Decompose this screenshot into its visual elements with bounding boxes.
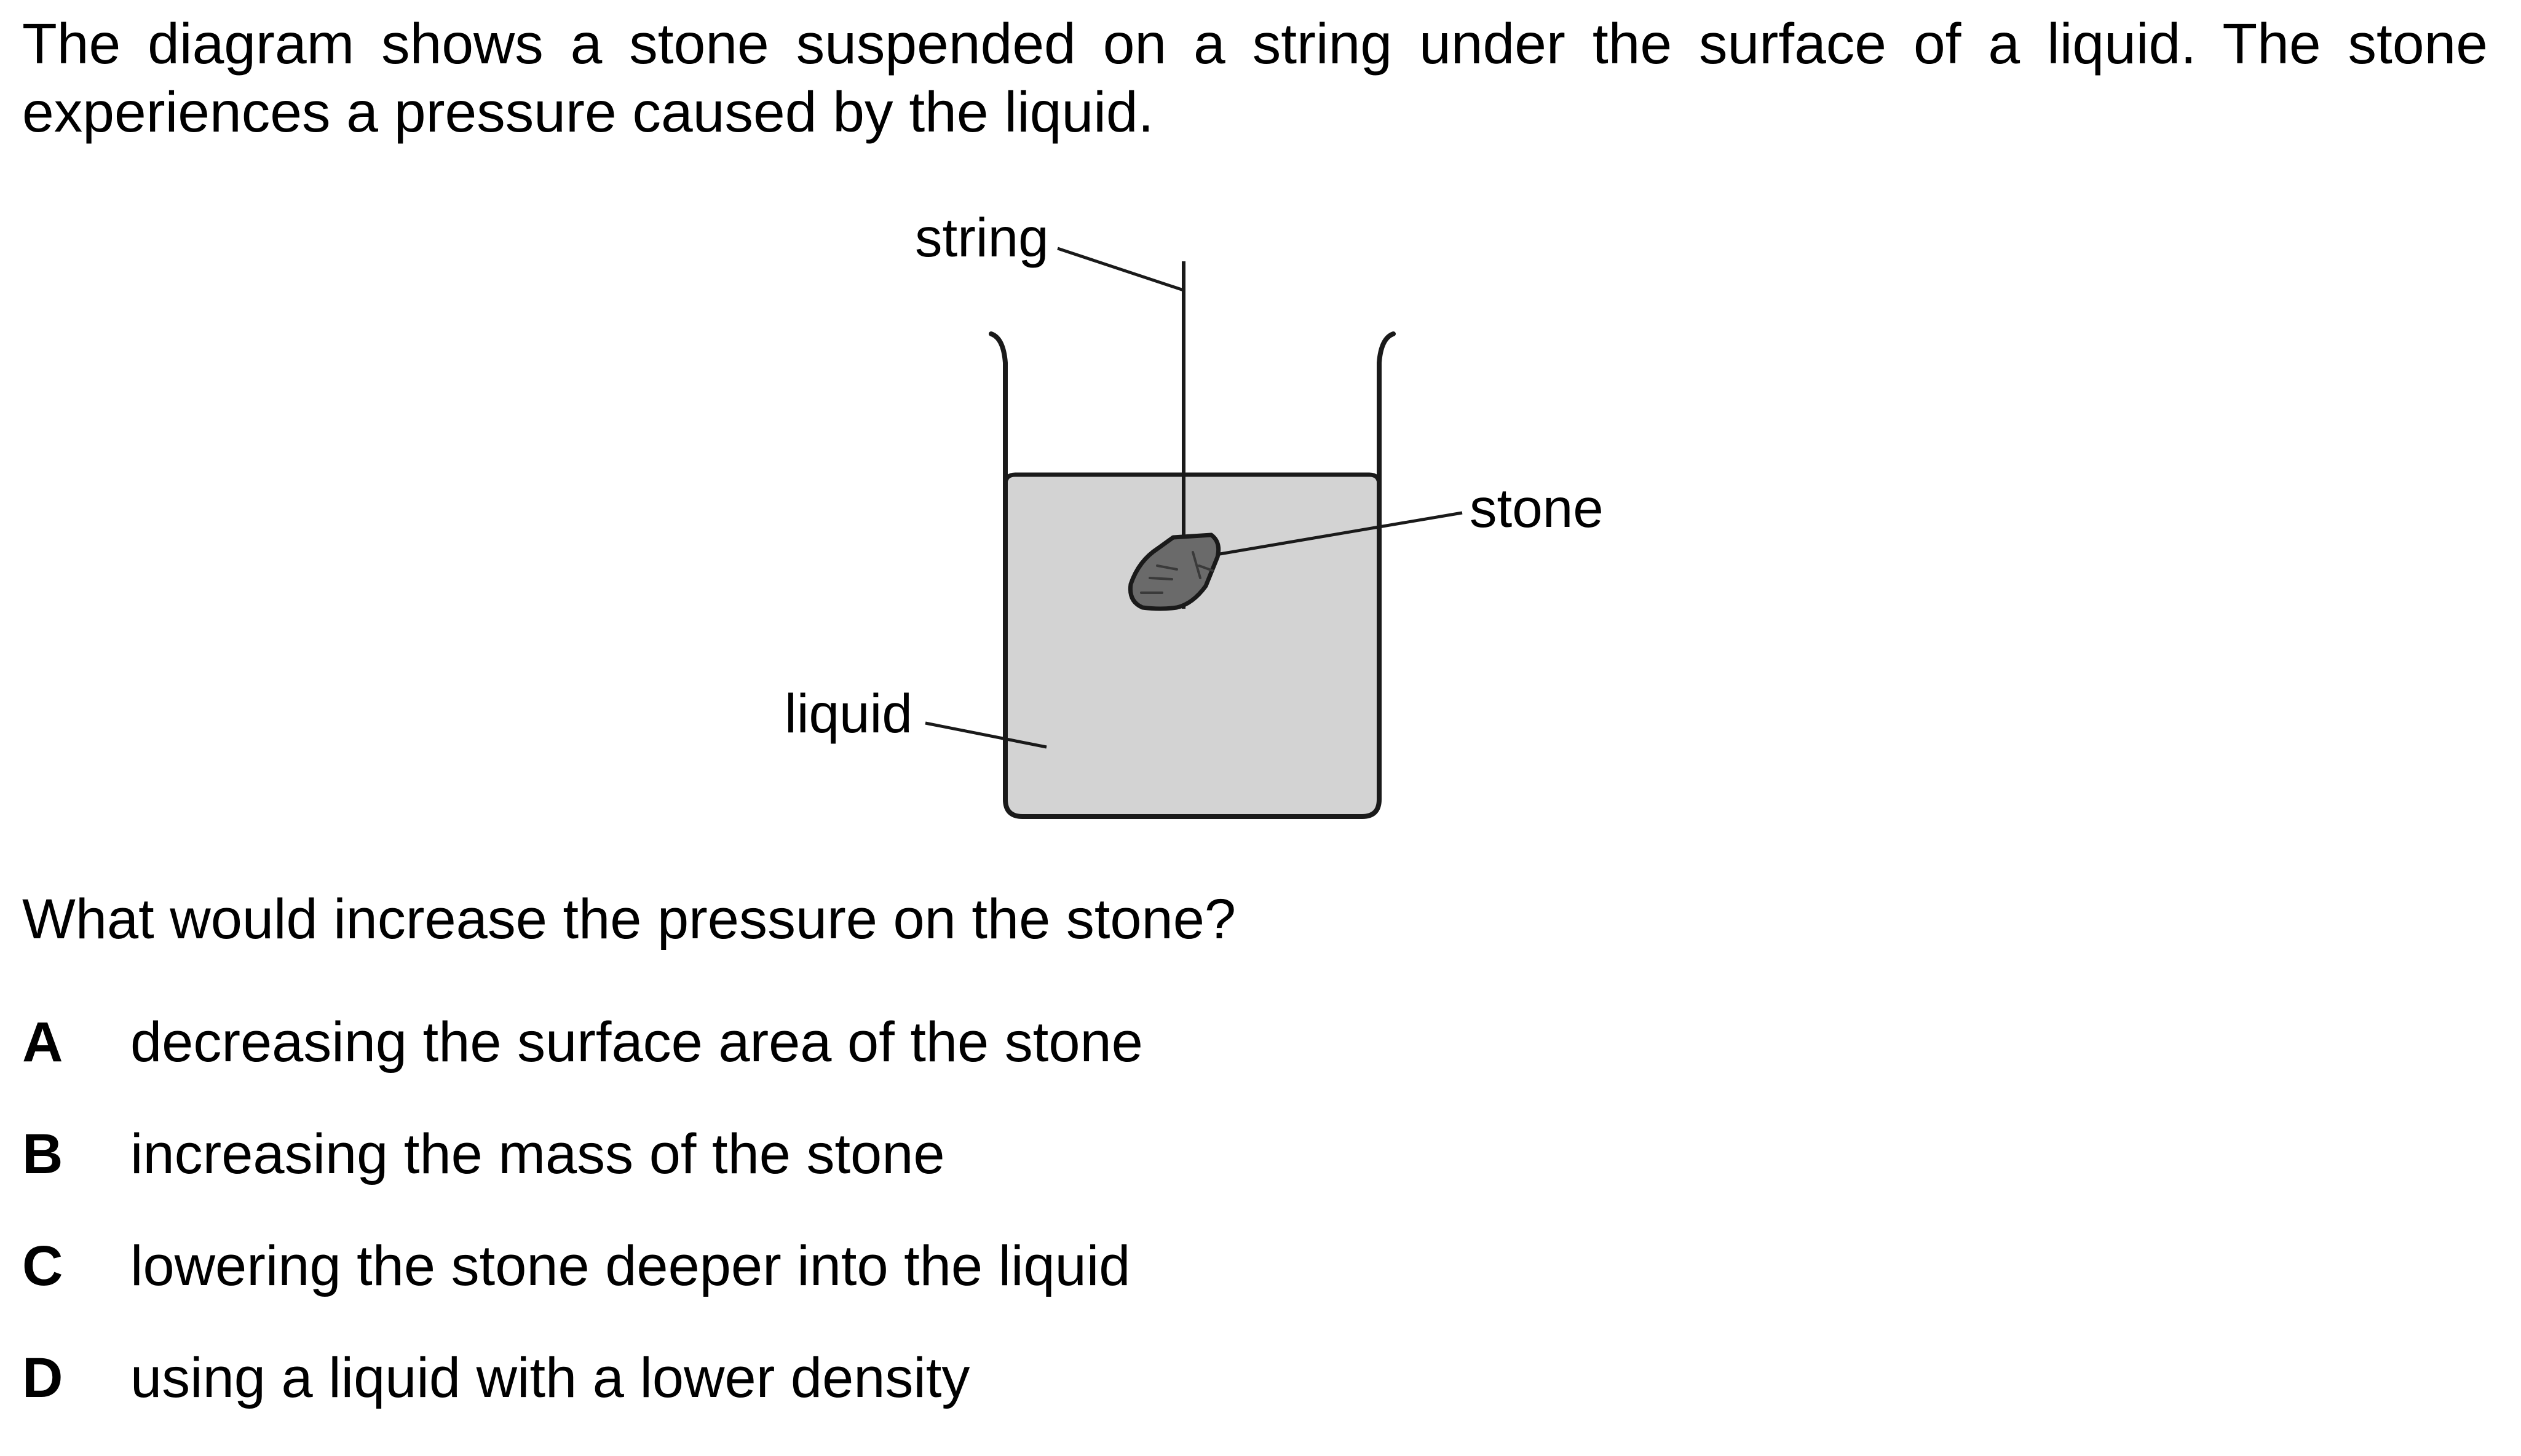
diagram-graphic bbox=[925, 247, 1463, 819]
beaker-diagram: string stone liquid bbox=[726, 184, 1709, 861]
option-text: using a liquid with a lower density bbox=[130, 1347, 970, 1409]
option-letter: D bbox=[22, 1347, 63, 1409]
liquid-region bbox=[1005, 475, 1379, 817]
option-letter: B bbox=[22, 1123, 63, 1185]
stone-texture bbox=[1140, 551, 1214, 594]
option-letter: A bbox=[22, 1011, 63, 1074]
option-letter: C bbox=[22, 1235, 63, 1297]
stone-label: stone bbox=[1470, 477, 1604, 539]
question-text: What would increase the pressure on the … bbox=[22, 888, 1237, 951]
option-text: increasing the mass of the stone bbox=[130, 1123, 945, 1185]
string-leader-line bbox=[1057, 247, 1184, 292]
liquid-label: liquid bbox=[785, 682, 912, 744]
option-text: lowering the stone deeper into the liqui… bbox=[130, 1235, 1131, 1297]
intro-text: The diagram shows a stone suspended on a… bbox=[22, 12, 2488, 144]
stone-leader-line bbox=[1216, 511, 1463, 556]
string-label: string bbox=[915, 207, 1049, 268]
option-text: decreasing the surface area of the stone bbox=[130, 1011, 1143, 1074]
beaker-outline bbox=[989, 331, 1396, 819]
liquid-leader-line bbox=[925, 721, 1047, 749]
